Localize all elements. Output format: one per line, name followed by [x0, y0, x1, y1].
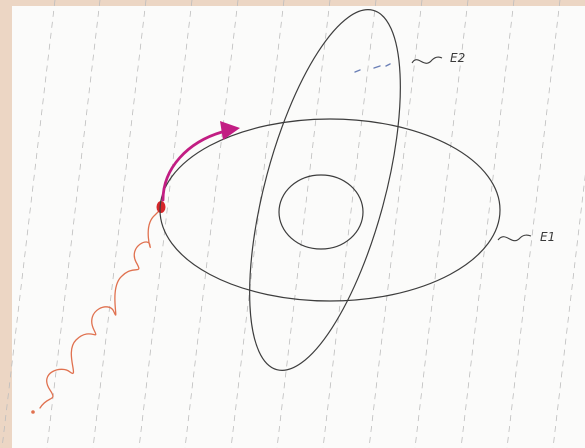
ruled-line — [415, 0, 468, 448]
ruled-line — [185, 0, 238, 448]
ruled-line — [231, 0, 284, 448]
e2-connector — [412, 57, 442, 63]
ruled-line — [461, 0, 514, 448]
nucleus — [279, 175, 363, 249]
e2-label: E2 — [450, 51, 465, 65]
ruled-line — [93, 0, 146, 448]
ruled-line — [47, 0, 100, 448]
orbit-e1 — [160, 119, 500, 301]
e1-label: E1 — [540, 230, 555, 244]
orbit-e2 — [219, 0, 431, 385]
wave-dot — [31, 410, 35, 414]
ruled-line — [323, 0, 376, 448]
ruled-line — [507, 0, 560, 448]
ruled-line — [277, 0, 330, 448]
arrow-head — [220, 121, 240, 140]
transition-arrow — [163, 132, 222, 200]
ruled-line — [139, 0, 192, 448]
ink-dashes — [355, 64, 390, 72]
e1-connector — [498, 235, 531, 241]
ruled-line — [553, 0, 585, 448]
photon-wave — [40, 211, 159, 408]
